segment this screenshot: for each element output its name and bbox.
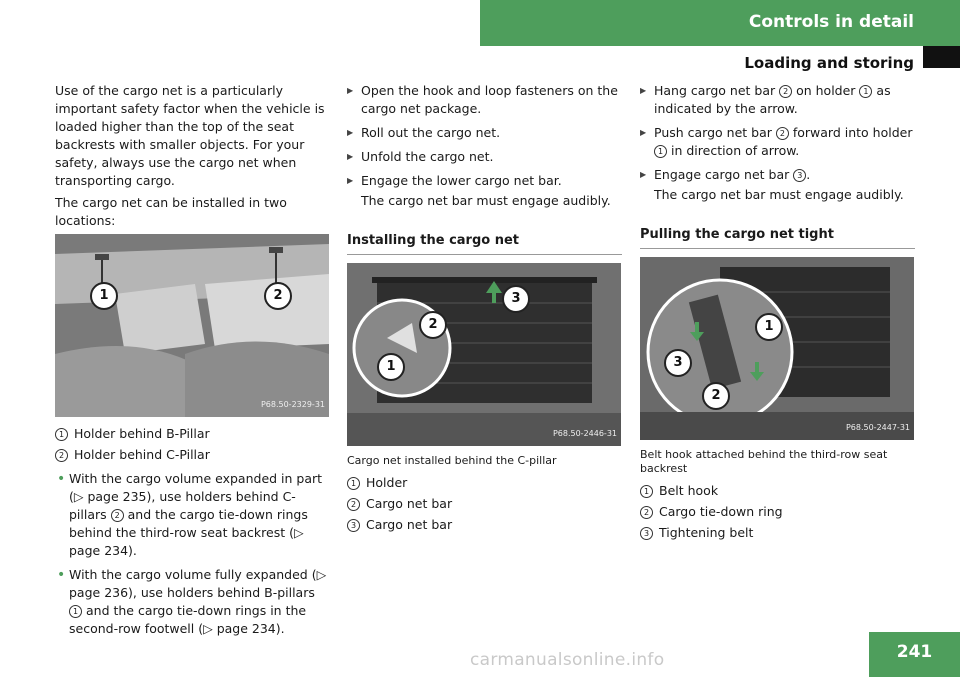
image-caption: Belt hook attached behind the third-row … — [640, 448, 888, 475]
legend-text: Holder — [366, 475, 408, 490]
image-code: P68.50-2447-31 — [845, 423, 910, 432]
legend-item: 1 Holder — [347, 474, 622, 492]
legend-text: Holder behind B-Pillar — [74, 426, 210, 441]
step: Unfold the cargo net. — [347, 148, 622, 166]
callout-3: 3 — [664, 349, 692, 377]
watermark: carmanualsonline.info — [470, 650, 665, 670]
image-code: P68.50-2446-31 — [552, 429, 617, 438]
section-heading: Pulling the cargo net tight — [640, 226, 915, 249]
legend-text: Tightening belt — [659, 525, 754, 540]
step-note: The cargo net bar must engage audibly. — [654, 187, 904, 202]
ref-number: 1 — [69, 605, 82, 618]
legend-number: 3 — [640, 527, 653, 540]
image-caption: Cargo net installed behind the C-pillar — [347, 454, 557, 467]
legend-item: 2 Holder behind C-Pillar — [55, 446, 331, 464]
section-title: Loading and storing — [744, 54, 914, 72]
section-heading: Installing the cargo net — [347, 232, 622, 255]
legend-text: Cargo net bar — [366, 517, 453, 532]
step-note: The cargo net bar must engage audibly. — [361, 193, 611, 208]
ref-number: 1 — [654, 145, 667, 158]
step: Hang cargo net bar 2 on holder 1 as indi… — [640, 82, 915, 118]
ref-number: 1 — [859, 85, 873, 98]
bullet-partial-expanded: With the cargo volume expanded in part (… — [55, 470, 331, 560]
b-c-pillar-photo: 1 2 P68.50-2329-31 — [55, 234, 329, 417]
legend-item: 3 Cargo net bar — [347, 516, 622, 534]
callout-3: 3 — [502, 285, 530, 313]
cargo-net-illustration — [347, 263, 621, 446]
legend-number: 1 — [640, 485, 653, 498]
belt-hook-illustration — [640, 257, 914, 440]
header-bar — [480, 0, 960, 46]
column-2: Open the hook and loop fasteners on the … — [347, 82, 622, 537]
step: Push cargo net bar 2 forward into holder… — [640, 124, 915, 160]
callout-2: 2 — [264, 282, 292, 310]
legend-number: 2 — [640, 506, 653, 519]
image-code: P68.50-2329-31 — [260, 400, 325, 409]
legend-item: 3 Tightening belt — [640, 524, 915, 542]
chapter-title: Controls in detail — [748, 12, 914, 32]
callout-1: 1 — [90, 282, 118, 310]
step: Open the hook and loop fasteners on the … — [347, 82, 622, 118]
legend-text: Cargo net bar — [366, 496, 453, 511]
section-marker — [923, 46, 960, 68]
page-number: 241 — [869, 632, 960, 677]
ref-number: 3 — [793, 169, 807, 182]
step: Engage cargo net bar 3. — [640, 166, 915, 184]
legend-number: 2 — [347, 498, 360, 511]
legend-number: 2 — [55, 449, 68, 462]
interior-illustration — [55, 234, 329, 417]
legend-number: 1 — [55, 428, 68, 441]
step: Roll out the cargo net. — [347, 124, 622, 142]
locations-text: The cargo net can be installed in two lo… — [55, 195, 287, 228]
ref-number: 2 — [775, 127, 789, 140]
legend-item: 2 Cargo net bar — [347, 495, 622, 513]
legend-number: 3 — [347, 519, 360, 532]
legend-number: 1 — [347, 477, 360, 490]
callout-2: 2 — [419, 311, 447, 339]
c-pillar-photo: 2 1 3 P68.50-2446-31 — [347, 263, 621, 446]
legend-item: 1 Belt hook — [640, 482, 915, 500]
legend-item: 2 Cargo tie-down ring — [640, 503, 915, 521]
ref-number: 2 — [110, 509, 124, 522]
column-1: Use of the cargo net is a particularly i… — [55, 82, 331, 644]
legend-item: 1 Holder behind B-Pillar — [55, 425, 331, 443]
callout-2: 2 — [702, 382, 730, 410]
ref-number: 2 — [779, 85, 793, 98]
legend-text: Holder behind C-Pillar — [74, 447, 210, 462]
tightening-photo: 1 3 2 P68.50-2447-31 — [640, 257, 914, 440]
bullet-fully-expanded: With the cargo volume fully expanded (▷ … — [55, 566, 331, 638]
legend-text: Cargo tie-down ring — [659, 504, 783, 519]
step: Engage the lower cargo net bar. — [347, 172, 622, 190]
intro-text: Use of the cargo net is a particularly i… — [55, 83, 325, 188]
callout-1: 1 — [377, 353, 405, 381]
column-3: Hang cargo net bar 2 on holder 1 as indi… — [640, 82, 915, 545]
callout-1: 1 — [755, 313, 783, 341]
legend-text: Belt hook — [659, 483, 719, 498]
